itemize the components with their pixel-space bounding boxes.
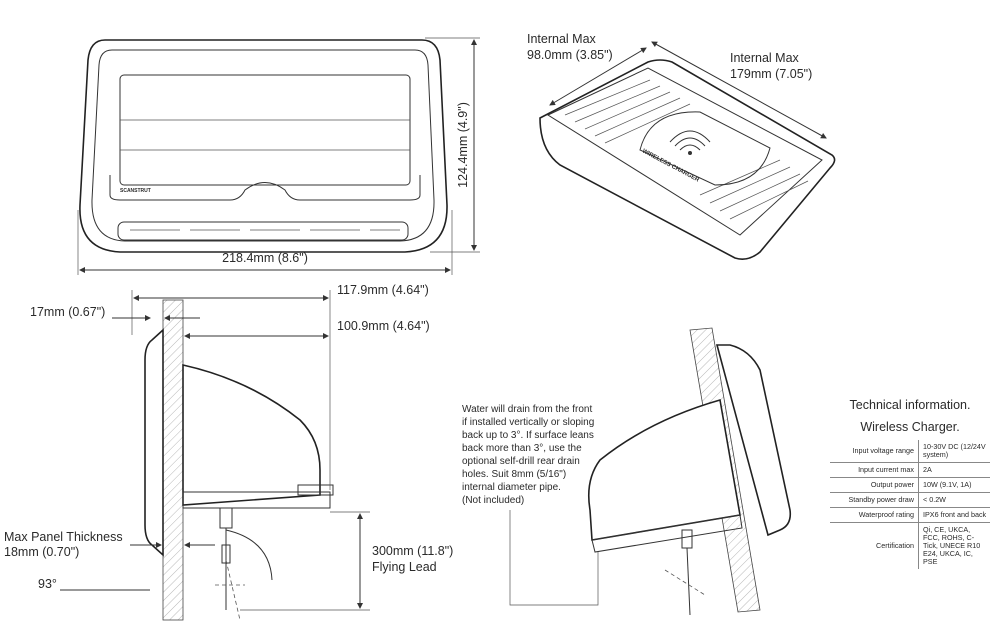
svg-text:internal diameter pipe.: internal diameter pipe. <box>462 482 561 493</box>
spec-label: Waterproof rating <box>830 507 919 523</box>
lead-length-line1: 300mm (11.8") <box>372 544 453 558</box>
table-row: Input current max 2A <box>830 462 990 478</box>
brand-logo: SCANSTRUT <box>120 188 151 194</box>
internal-width-line2: 98.0mm (3.85") <box>527 48 613 62</box>
svg-text:back more than 3°, use the: back more than 3°, use the <box>462 443 582 454</box>
internal-width-line1: Internal Max <box>527 32 597 46</box>
spec-table: Input voltage range 10-30V DC (12/24V sy… <box>830 440 990 569</box>
spec-label: Output power <box>830 477 919 493</box>
drain-note: Water will drain from the front if insta… <box>462 404 594 506</box>
side-section-view: 117.9mm (4.64") 100.9mm (4.64") 17mm (0.… <box>4 283 453 621</box>
spec-value: IPX6 front and back <box>918 507 990 523</box>
spec-label: Standby power draw <box>830 492 919 508</box>
height-dimension: 124.4mm (4.9") <box>456 102 470 188</box>
inner-depth-dimension: 100.9mm (4.64") <box>337 319 430 333</box>
svg-text:if installed vertically or slo: if installed vertically or sloping <box>462 417 594 428</box>
mounting-panel <box>162 299 184 621</box>
tilted-cable-connector <box>664 529 706 616</box>
total-depth-dimension: 117.9mm (4.64") <box>337 283 429 297</box>
tech-subtitle: Wireless Charger. <box>860 420 960 434</box>
table-row: Certification Qi, CE, UKCA, FCC, ROHS, C… <box>830 522 990 569</box>
panel-thickness-line1: Max Panel Thickness <box>4 530 123 544</box>
cable-connector <box>219 507 233 610</box>
spec-label: Certification <box>830 522 919 569</box>
svg-text:holes. Suit 8mm (5/16"): holes. Suit 8mm (5/16") <box>462 469 566 480</box>
spec-label: Input current max <box>830 462 919 478</box>
panel-thickness-line2: 18mm (0.70") <box>4 545 79 559</box>
technical-information: Technical information. Wireless Charger.… <box>830 398 990 569</box>
table-row: Input voltage range 10-30V DC (12/24V sy… <box>830 440 990 463</box>
tilted-section-view <box>509 327 792 616</box>
bezel-dimension: 17mm (0.67") <box>30 305 105 319</box>
isometric-view: WIRELESS CHARGER Internal Max 98.0mm (3.… <box>527 32 836 260</box>
lead-length-line2: Flying Lead <box>372 560 437 574</box>
table-row: Waterproof rating IPX6 front and back <box>830 507 990 523</box>
mount-angle: 93° <box>38 577 57 591</box>
table-row: Output power 10W (9.1V, 1A) <box>830 477 990 493</box>
spec-value: 10W (9.1V, 1A) <box>918 477 990 493</box>
width-dimension: 218.4mm (8.6") <box>222 251 308 265</box>
spec-value: < 0.2W <box>918 492 990 508</box>
spec-label: Input voltage range <box>830 440 919 463</box>
internal-length-line1: Internal Max <box>730 51 800 65</box>
svg-text:(Not included): (Not included) <box>462 495 524 506</box>
tech-title: Technical information. <box>849 398 971 412</box>
table-row: Standby power draw < 0.2W <box>830 492 990 508</box>
internal-length-line2: 179mm (7.05") <box>730 67 812 81</box>
front-view: SCANSTRUT 218.4mm (8.6") 124.4mm (4.9") <box>77 37 480 275</box>
spec-value: 2A <box>918 462 990 478</box>
svg-text:optional self-drill rear drain: optional self-drill rear drain <box>462 456 580 467</box>
spec-value: 10-30V DC (12/24V system) <box>918 440 990 463</box>
svg-text:Water will drain from the fron: Water will drain from the front <box>462 404 592 415</box>
svg-text:back up to 3°. If surface lean: back up to 3°. If surface leans <box>462 430 594 441</box>
spec-value: Qi, CE, UKCA, FCC, ROHS, C-Tick, UNECE R… <box>923 525 981 566</box>
